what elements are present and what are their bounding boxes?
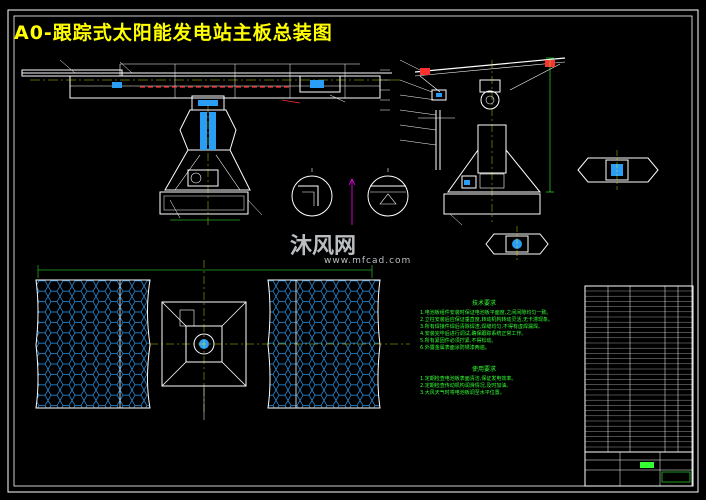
requirement-line: 3.所有焊接件焊后清除焊渣,焊缝均匀,不得有虚焊漏焊。: [420, 324, 543, 330]
drawing-title: A0-跟踪式太阳能发电站主板总装图: [14, 22, 333, 44]
side-view: [399, 57, 566, 226]
usage-requirements: 使用要求 1.定期检查电池板表面清洁,保证发电效率。 2.定期检查传动机构润滑情…: [420, 366, 516, 397]
inner-border: [13, 15, 693, 487]
usage-requirements-heading: 使用要求: [472, 366, 497, 373]
detail-views: [291, 168, 409, 225]
usage-line: 2.定期检查传动机构润滑情况,及时加油。: [420, 383, 512, 389]
panel-view: [35, 260, 410, 420]
watermark-name: 沐风网: [290, 234, 357, 259]
title-block: [584, 285, 694, 487]
watermark-url: www.mfcad.com: [324, 256, 412, 266]
front-view: [21, 59, 400, 225]
technical-requirements: 技术要求 1.电池板组件安装时保证电池板平面度,之间间隙均匀一致。 2.立柱安装…: [420, 300, 553, 352]
requirement-line: 4.安装完毕后进行调试,确保跟踪系统正常工作。: [420, 331, 527, 337]
outer-border: [7, 9, 699, 493]
watermark: 沐风网 www.mfcad.com: [290, 228, 410, 266]
section-views: [485, 150, 659, 262]
requirement-line: 2.立柱安装后应保证垂直度,转动机构转动灵活,无卡滞现象。: [420, 317, 553, 323]
usage-line: 1.定期检查电池板表面清洁,保证发电效率。: [420, 376, 517, 382]
usage-line: 3.大风天气时将电池板调至水平位置。: [420, 390, 505, 396]
technical-requirements-heading: 技术要求: [472, 300, 497, 307]
requirement-line: 6.外露金属表面涂防锈漆两遍。: [420, 345, 490, 351]
requirement-line: 5.所有紧固件必须拧紧,不得松动。: [420, 338, 497, 344]
requirement-line: 1.电池板组件安装时保证电池板平面度,之间间隙均匀一致。: [420, 310, 552, 316]
